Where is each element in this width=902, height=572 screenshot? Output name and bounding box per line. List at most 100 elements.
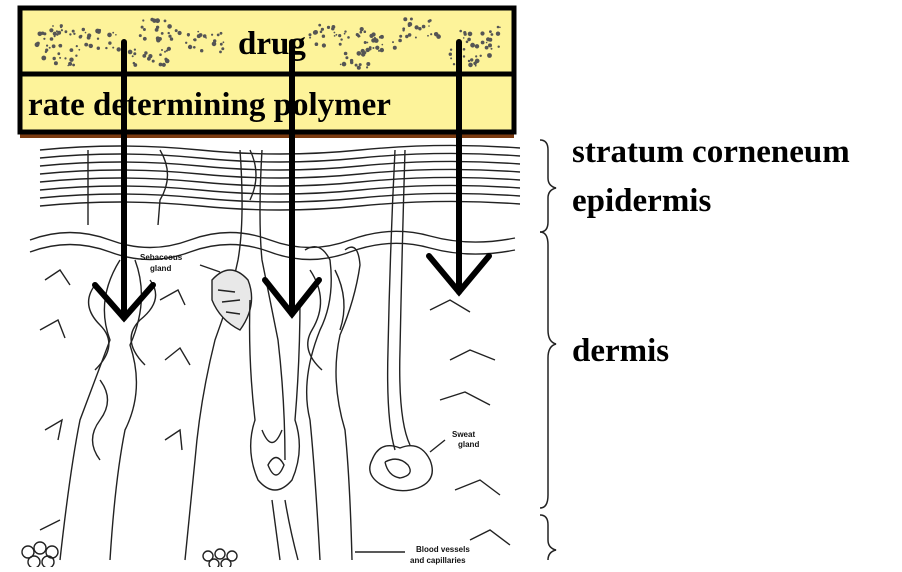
drug-speckle [159, 53, 162, 56]
illustration-labels: Sebaceous gland Sweat gland Blood vessel… [140, 253, 479, 565]
drug-speckle [374, 37, 376, 39]
drug-speckle [211, 34, 213, 36]
drug-speckle [117, 47, 121, 51]
drug-speckle [97, 47, 100, 50]
drug-speckle [84, 43, 88, 47]
drug-speckle [336, 34, 338, 36]
drug-speckle [355, 64, 358, 67]
drug-speckle [393, 46, 397, 50]
drug-speckle [170, 37, 173, 40]
drug-speckle [133, 62, 135, 64]
drug-speckle [179, 33, 181, 35]
hair-follicle-right [305, 247, 360, 560]
fat-cells [22, 542, 237, 567]
drug-speckle [72, 64, 75, 67]
drug-speckle [366, 62, 370, 66]
drug-speckle [76, 45, 78, 47]
drug-speckle [496, 32, 500, 36]
drug-speckle [340, 38, 342, 40]
drug-speckle [429, 19, 432, 22]
drug-speckle [320, 31, 323, 34]
drug-speckle [418, 27, 421, 30]
drug-speckle [112, 32, 114, 34]
drug-speckle [168, 32, 170, 34]
drug-speckle [167, 24, 172, 29]
drug-speckle [488, 43, 492, 47]
drug-speckle [58, 45, 60, 47]
drug-speckle [430, 33, 432, 35]
drug-speckle [480, 55, 482, 57]
drug-speckle [212, 42, 217, 47]
drug-speckle [468, 63, 473, 68]
drug-speckle [475, 55, 477, 57]
dermis-label: dermis [572, 333, 669, 370]
drug-speckle [41, 32, 44, 35]
drug-speckle [322, 35, 325, 38]
drug-speckle [197, 34, 201, 38]
drug-speckle [470, 43, 475, 48]
drug-speckle [134, 49, 136, 51]
skin-illustration [22, 145, 520, 567]
drug-speckle [475, 44, 479, 48]
drug-speckle [143, 37, 147, 41]
drug-speckle [344, 30, 346, 32]
drug-speckle [87, 33, 91, 37]
drug-speckle [187, 35, 189, 37]
hair-follicle-center [250, 300, 300, 560]
drug-speckle [220, 32, 223, 35]
drug-speckle [97, 38, 99, 40]
drug-speckle [485, 46, 489, 50]
sebaceous-label-line2: gland [150, 264, 171, 273]
stratum-corneum-drawing [40, 145, 520, 210]
drug-speckle [498, 46, 500, 48]
drug-speckle [463, 48, 466, 51]
drug-speckle [359, 35, 361, 37]
drug-speckle [141, 26, 144, 29]
drug-speckle [491, 33, 494, 36]
drug-speckle [334, 35, 336, 37]
drug-speckle [367, 42, 369, 44]
drug-speckle [49, 47, 51, 49]
drug-speckle [41, 56, 46, 61]
blood-label-line2: and capillaries [410, 556, 466, 565]
sebaceous-leader [200, 265, 220, 272]
sebaceous-gland-drawing [185, 150, 285, 560]
drug-speckle [115, 34, 117, 36]
polymer-label: rate determining polymer [28, 87, 391, 123]
drug-speckle [67, 65, 69, 67]
drug-speckle [132, 55, 134, 57]
drug-speckle [175, 29, 178, 32]
drug-speckle [321, 28, 324, 31]
drug-speckle [344, 52, 348, 56]
drug-speckle [487, 39, 489, 41]
sebaceous-label-line1: Sebaceous [140, 253, 183, 262]
drug-speckle [380, 35, 384, 39]
drug-speckle [159, 63, 163, 67]
drug-speckle [331, 27, 334, 30]
drug-speckle [464, 33, 467, 36]
drug-speckle [57, 31, 61, 35]
drug-speckle [143, 28, 146, 31]
sweat-gland-drawing [370, 150, 433, 491]
drug-speckle [473, 62, 477, 66]
drug-speckle [188, 45, 192, 49]
drug-speckle [313, 30, 318, 35]
drug-speckle [345, 56, 348, 59]
drug-speckle [463, 37, 465, 39]
drug-speckle [161, 32, 164, 35]
drug-speckle [165, 59, 170, 64]
drug-speckle [161, 49, 163, 51]
drug-speckle [45, 49, 48, 52]
drug-speckle [133, 52, 136, 55]
brace-dermis [540, 232, 556, 508]
drug-speckle [309, 33, 312, 36]
drug-speckle [197, 31, 199, 33]
drug-speckle [185, 42, 187, 44]
drug-speckle [342, 62, 347, 67]
drug-speckle [168, 35, 171, 38]
drug-speckle [52, 44, 56, 48]
drug-speckle [112, 47, 114, 49]
drug-speckle [392, 41, 394, 43]
drug-speckle [459, 30, 462, 33]
